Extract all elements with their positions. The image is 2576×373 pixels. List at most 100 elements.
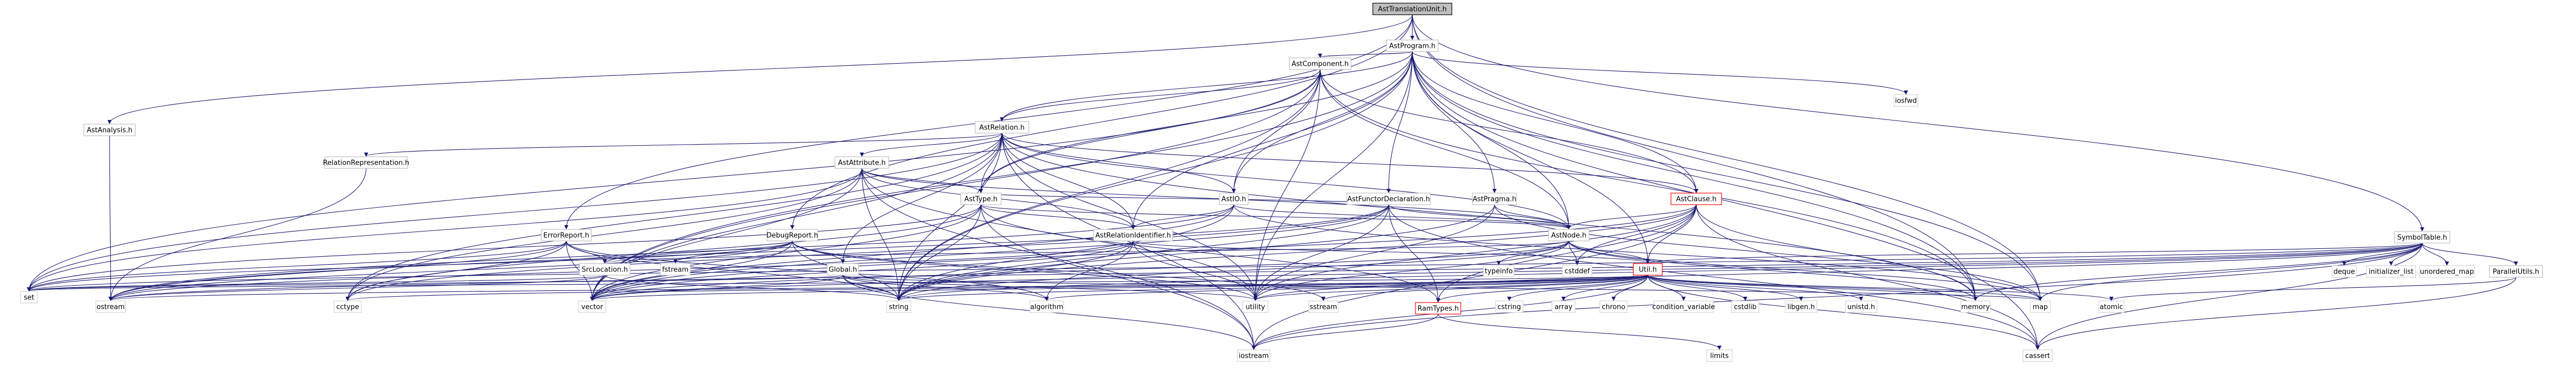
edge-clause-to-util [1646,204,1697,264]
edge-program-to-memory [1412,51,1978,301]
node-box [1289,57,1352,70]
node-label: iostream [1238,352,1269,360]
nodes-layer: AstTranslationUnit.hAstProgram.hAstAnaly… [20,3,2543,362]
edge-global-to-vector [590,275,843,301]
edge-root-to-debugrep [790,14,1413,229]
edge-pragma-to-utility [1253,204,1495,301]
node-unistd-h: unistd.h [1845,300,1877,313]
node-box [1237,349,1271,362]
node-relationrepresentation-h[interactable]: RelationRepresentation.h [323,156,409,169]
node-astpragma-h[interactable]: AstPragma.h [1472,193,1517,205]
node-label: limits [1710,352,1729,360]
node-box [2419,265,2475,278]
node-box [766,229,818,241]
node-symboltable-h[interactable]: SymbolTable.h [2394,231,2451,244]
edge-symtab-to-memory [1973,243,2423,301]
edge-clause-to-utility [1253,204,1697,301]
edge-util-to-memory [1647,275,1978,301]
node-box [2022,349,2053,362]
edge-parallel-to-atomic [2109,277,2516,301]
edge-debugrep-to-vector [590,240,793,301]
node-label: set [24,294,34,302]
node-label: AstAnalysis.h [87,127,133,135]
node-box [20,291,38,304]
edge-astnode-to-string [897,240,1569,301]
edge-debugrep-to-srcloc [603,240,793,264]
edge-program-to-component [1318,51,1413,58]
node-libgen-h: libgen.h [1785,300,1817,313]
node-label: AstRelation.h [979,124,1025,132]
node-box [1483,265,1515,277]
node-box [1242,300,1269,313]
edge-component-to-relation [1000,69,1321,122]
node-initializer-list: initializer_list [2366,265,2416,278]
node-errorreport-h[interactable]: ErrorReport.h [540,229,592,241]
node-parallelutils-h[interactable]: ParallelUtils.h [2489,265,2543,278]
node-label: algorithm [1030,304,1064,311]
edge-global-to-algorithm [842,275,1049,301]
node-debugreport-h[interactable]: DebugReport.h [766,229,818,241]
edge-util-to-vector [590,275,1648,301]
node-astrelation-h[interactable]: AstRelation.h [975,121,1029,134]
node-srclocation-h[interactable]: SrcLocation.h [579,263,631,276]
edge-functor-to-type [979,192,1389,205]
node-astclause-h[interactable]: AstClause.h [1670,193,1722,205]
node-astattribute-h[interactable]: AstAttribute.h [834,156,889,169]
node-box [2332,265,2357,278]
node-label: AstTranslationUnit.h [1378,6,1447,14]
edge-symtab-to-initlist [2389,243,2423,266]
node-condition-variable: condition_variable [1652,300,1715,313]
node-box [1029,300,1064,313]
edge-util-to-string [897,275,1648,301]
edge-component-to-clause [1320,69,1698,193]
node-box [1551,300,1576,313]
node-util-h[interactable]: Util.h [1633,263,1663,276]
node-box [2489,265,2543,278]
edge-attribute-to-set [27,168,862,291]
node-label: utility [1246,304,1265,311]
node-asttype-h[interactable]: AstType.h [960,193,1002,205]
node-box [960,193,1002,205]
edge-errorrep-to-ostream [109,240,567,301]
edge-program-to-clause [1412,51,1698,193]
edge-type-to-set [27,204,981,291]
node-astrelationidentifier-h[interactable]: AstRelationIdentifier.h [1093,229,1173,241]
node-label: AstRelationIdentifier.h [1095,232,1171,240]
edge-clause-to-cstddef [1575,204,1697,265]
node-astprogram-h[interactable]: AstProgram.h [1386,39,1439,52]
edge-clause-to-vector [590,204,1697,301]
node-utility: utility [1242,300,1269,313]
node-box [1386,39,1439,52]
node-label: ErrorReport.h [543,232,589,240]
edge-relrep-to-ostream [109,168,367,301]
node-label: AstAttribute.h [838,159,886,167]
node-box [1548,229,1590,241]
edge-analysis-to-ostream [108,135,113,301]
node-box [1472,193,1517,205]
edge-relation-to-io [1001,133,1236,193]
node-label: cstring [1498,304,1521,311]
node-astnode-h[interactable]: AstNode.h [1548,229,1590,241]
node-ramtypes-h[interactable]: RamTypes.h [1415,302,1461,315]
node-label: iosfwd [1895,97,1917,105]
node-global-h[interactable]: Global.h [827,263,859,276]
node-box [2098,300,2125,313]
node-asttranslationunit-h: AstTranslationUnit.h [1372,3,1452,15]
node-astio-h[interactable]: AstIO.h [1218,193,1249,205]
node-algorithm: algorithm [1029,300,1064,313]
edge-debugrep-to-set [27,240,793,291]
node-astcomponent-h[interactable]: AstComponent.h [1289,57,1352,70]
node-astanalysis-h[interactable]: AstAnalysis.h [83,124,136,136]
node-label: ParallelUtils.h [2493,268,2539,276]
edge-symtab-to-iostream [1252,243,2423,350]
node-label: ostream [96,304,125,311]
edge-root-to-memory [1412,14,1978,301]
node-label: memory [1961,304,1990,311]
node-set: set [20,291,38,304]
node-box [1654,300,1714,313]
node-astfunctordeclaration-h[interactable]: AstFunctorDeclaration.h [1346,193,1431,205]
edge-symtab-to-util [1646,243,2423,264]
node-box [83,124,136,136]
edge-util-to-utility [1253,275,1648,301]
node-label: AstPragma.h [1473,196,1517,204]
